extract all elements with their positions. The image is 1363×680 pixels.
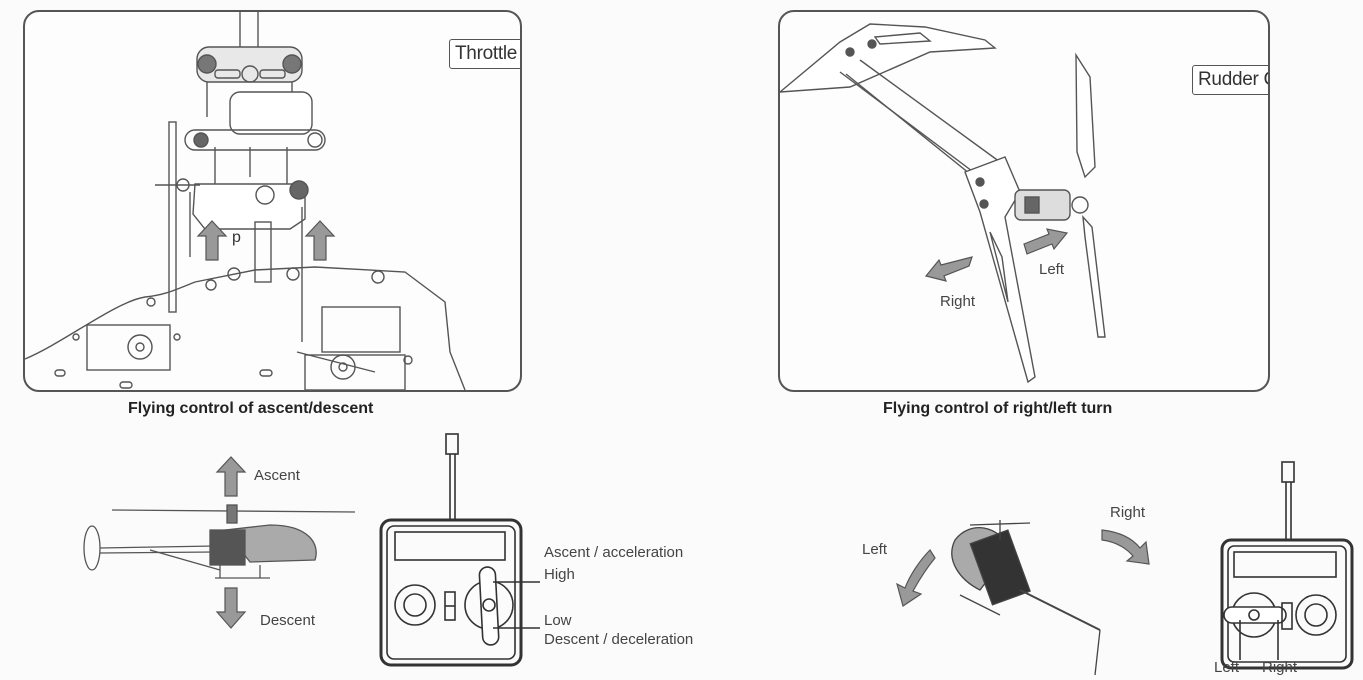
rudder-left-label: Left bbox=[1039, 261, 1065, 278]
ascent-acceleration-label: Ascent / acceleration bbox=[544, 544, 684, 561]
up-arrow-right bbox=[304, 220, 336, 261]
turn-right-arrow bbox=[1101, 529, 1150, 565]
swashplate-mechanism-illustration: p bbox=[25, 12, 466, 390]
ascent-arrow bbox=[215, 456, 247, 497]
rudder-right-label: Right bbox=[940, 293, 976, 310]
top-view-helicopter-illustration bbox=[896, 520, 1150, 676]
rudder-control-panel: Right Left Rudder Control bbox=[778, 10, 1270, 392]
transmitter-throttle-illustration bbox=[379, 433, 540, 667]
turn-right-label: Right bbox=[1110, 504, 1146, 521]
ascent-label: Ascent bbox=[254, 467, 300, 484]
descent-deceleration-label: Descent / deceleration bbox=[544, 631, 694, 648]
throttle-caption: Flying control of ascent/descent bbox=[128, 400, 374, 417]
side-view-helicopter-illustration bbox=[83, 456, 356, 629]
left-direction-arrow bbox=[1023, 228, 1069, 255]
transmitter-left-label: Left bbox=[1214, 659, 1240, 676]
up-arrow-left bbox=[196, 220, 228, 261]
turn-left-arrow bbox=[896, 549, 936, 607]
tail-rotor-illustration bbox=[780, 23, 1106, 384]
high-label: High bbox=[544, 566, 575, 583]
turn-left-label: Left bbox=[862, 541, 888, 558]
throttle-control-label: Throttle Control bbox=[449, 39, 520, 69]
throttle-control-panel: p Throttle Control bbox=[23, 10, 522, 392]
svg-text:p: p bbox=[232, 229, 241, 246]
low-label: Low bbox=[544, 612, 572, 629]
transmitter-rudder-illustration bbox=[1220, 461, 1354, 670]
transmitter-right-label: Right bbox=[1262, 659, 1298, 676]
right-direction-arrow bbox=[924, 256, 973, 282]
descent-arrow bbox=[215, 587, 247, 629]
descent-label: Descent bbox=[260, 612, 316, 629]
rudder-caption: Flying control of right/left turn bbox=[883, 400, 1113, 417]
rudder-control-label: Rudder Control bbox=[1192, 65, 1268, 95]
